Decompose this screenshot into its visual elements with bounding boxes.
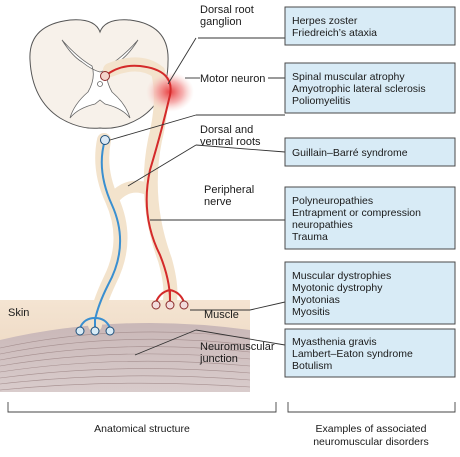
disorder-item: Myositis	[292, 306, 330, 318]
disorder-item: Friedreich’s ataxia	[292, 27, 377, 39]
structure-label-dorsal-root-ganglion: Dorsal root	[200, 4, 254, 16]
disorder-item: neuropathies	[292, 219, 353, 231]
disorder-item: Guillain–Barré syndrome	[292, 147, 408, 159]
motor-axon	[104, 64, 172, 301]
disorder-item: Myasthenia gravis	[292, 336, 377, 348]
sensory-terminals	[79, 317, 111, 329]
structure-label-dorsal-root-ganglion: ganglion	[200, 16, 242, 28]
disorder-box	[284, 261, 456, 325]
disorder-item: Entrapment or compression	[292, 207, 421, 219]
disorder-box	[284, 186, 456, 250]
footer-associated-disorders: neuromuscular disorders	[313, 436, 429, 448]
disorder-item: Amyotrophic lateral sclerosis	[292, 83, 426, 95]
footer-text: Anatomical structure Examples of associat…	[94, 423, 429, 448]
disorder-item: Lambert–Eaton syndrome	[292, 348, 413, 360]
disorder-box	[284, 137, 456, 167]
skin-label: Skin	[8, 307, 29, 319]
motor-terminals	[155, 289, 185, 303]
motor-neuron-body	[100, 71, 110, 81]
structure-label-peripheral-nerve: Peripheral	[204, 184, 254, 196]
neuromuscular-junction-endplates	[75, 326, 115, 336]
footer-associated-disorders: Examples of associated	[316, 423, 427, 435]
structure-label-peripheral-nerve: nerve	[204, 196, 232, 208]
disorder-item: Muscular dystrophies	[292, 270, 391, 282]
disorder-item: Myotonias	[292, 294, 340, 306]
disorder-item: Polyneuropathies	[292, 195, 373, 207]
spinal-cord	[29, 19, 169, 129]
disorder-item: Spinal muscular atrophy	[292, 71, 405, 83]
disorder-box	[284, 62, 456, 114]
muscle-fibers	[0, 331, 251, 391]
footer-anatomical-structure: Anatomical structure	[94, 423, 190, 435]
structure-label-motor-neuron: Motor neuron	[200, 73, 265, 85]
disorder-item: Herpes zoster	[292, 15, 358, 27]
structure-label-muscle: Muscle	[204, 309, 239, 321]
disorder-item: Poliomyelitis	[292, 95, 350, 107]
leader-lines	[109, 37, 286, 356]
disorder-item: Botulism	[292, 360, 333, 372]
structure-label-neuromuscular-junction: junction	[199, 353, 238, 365]
disorder-item: Trauma	[292, 231, 328, 243]
structure-label-neuromuscular-junction: Neuromuscular	[200, 341, 275, 353]
disorder-item: Myotonic dystrophy	[292, 282, 383, 294]
skin-muscle-block	[0, 300, 251, 392]
structure-label-dorsal-and-ventral-roots: Dorsal and	[200, 124, 253, 136]
footer-brackets	[7, 402, 456, 413]
structure-label-dorsal-and-ventral-roots: ventral roots	[200, 136, 261, 148]
sensory-neuron-body	[100, 135, 110, 145]
sensory-axon	[94, 139, 121, 321]
disorder-box	[284, 328, 456, 378]
disorder-box	[284, 6, 456, 46]
muscle-endplates	[151, 300, 189, 310]
